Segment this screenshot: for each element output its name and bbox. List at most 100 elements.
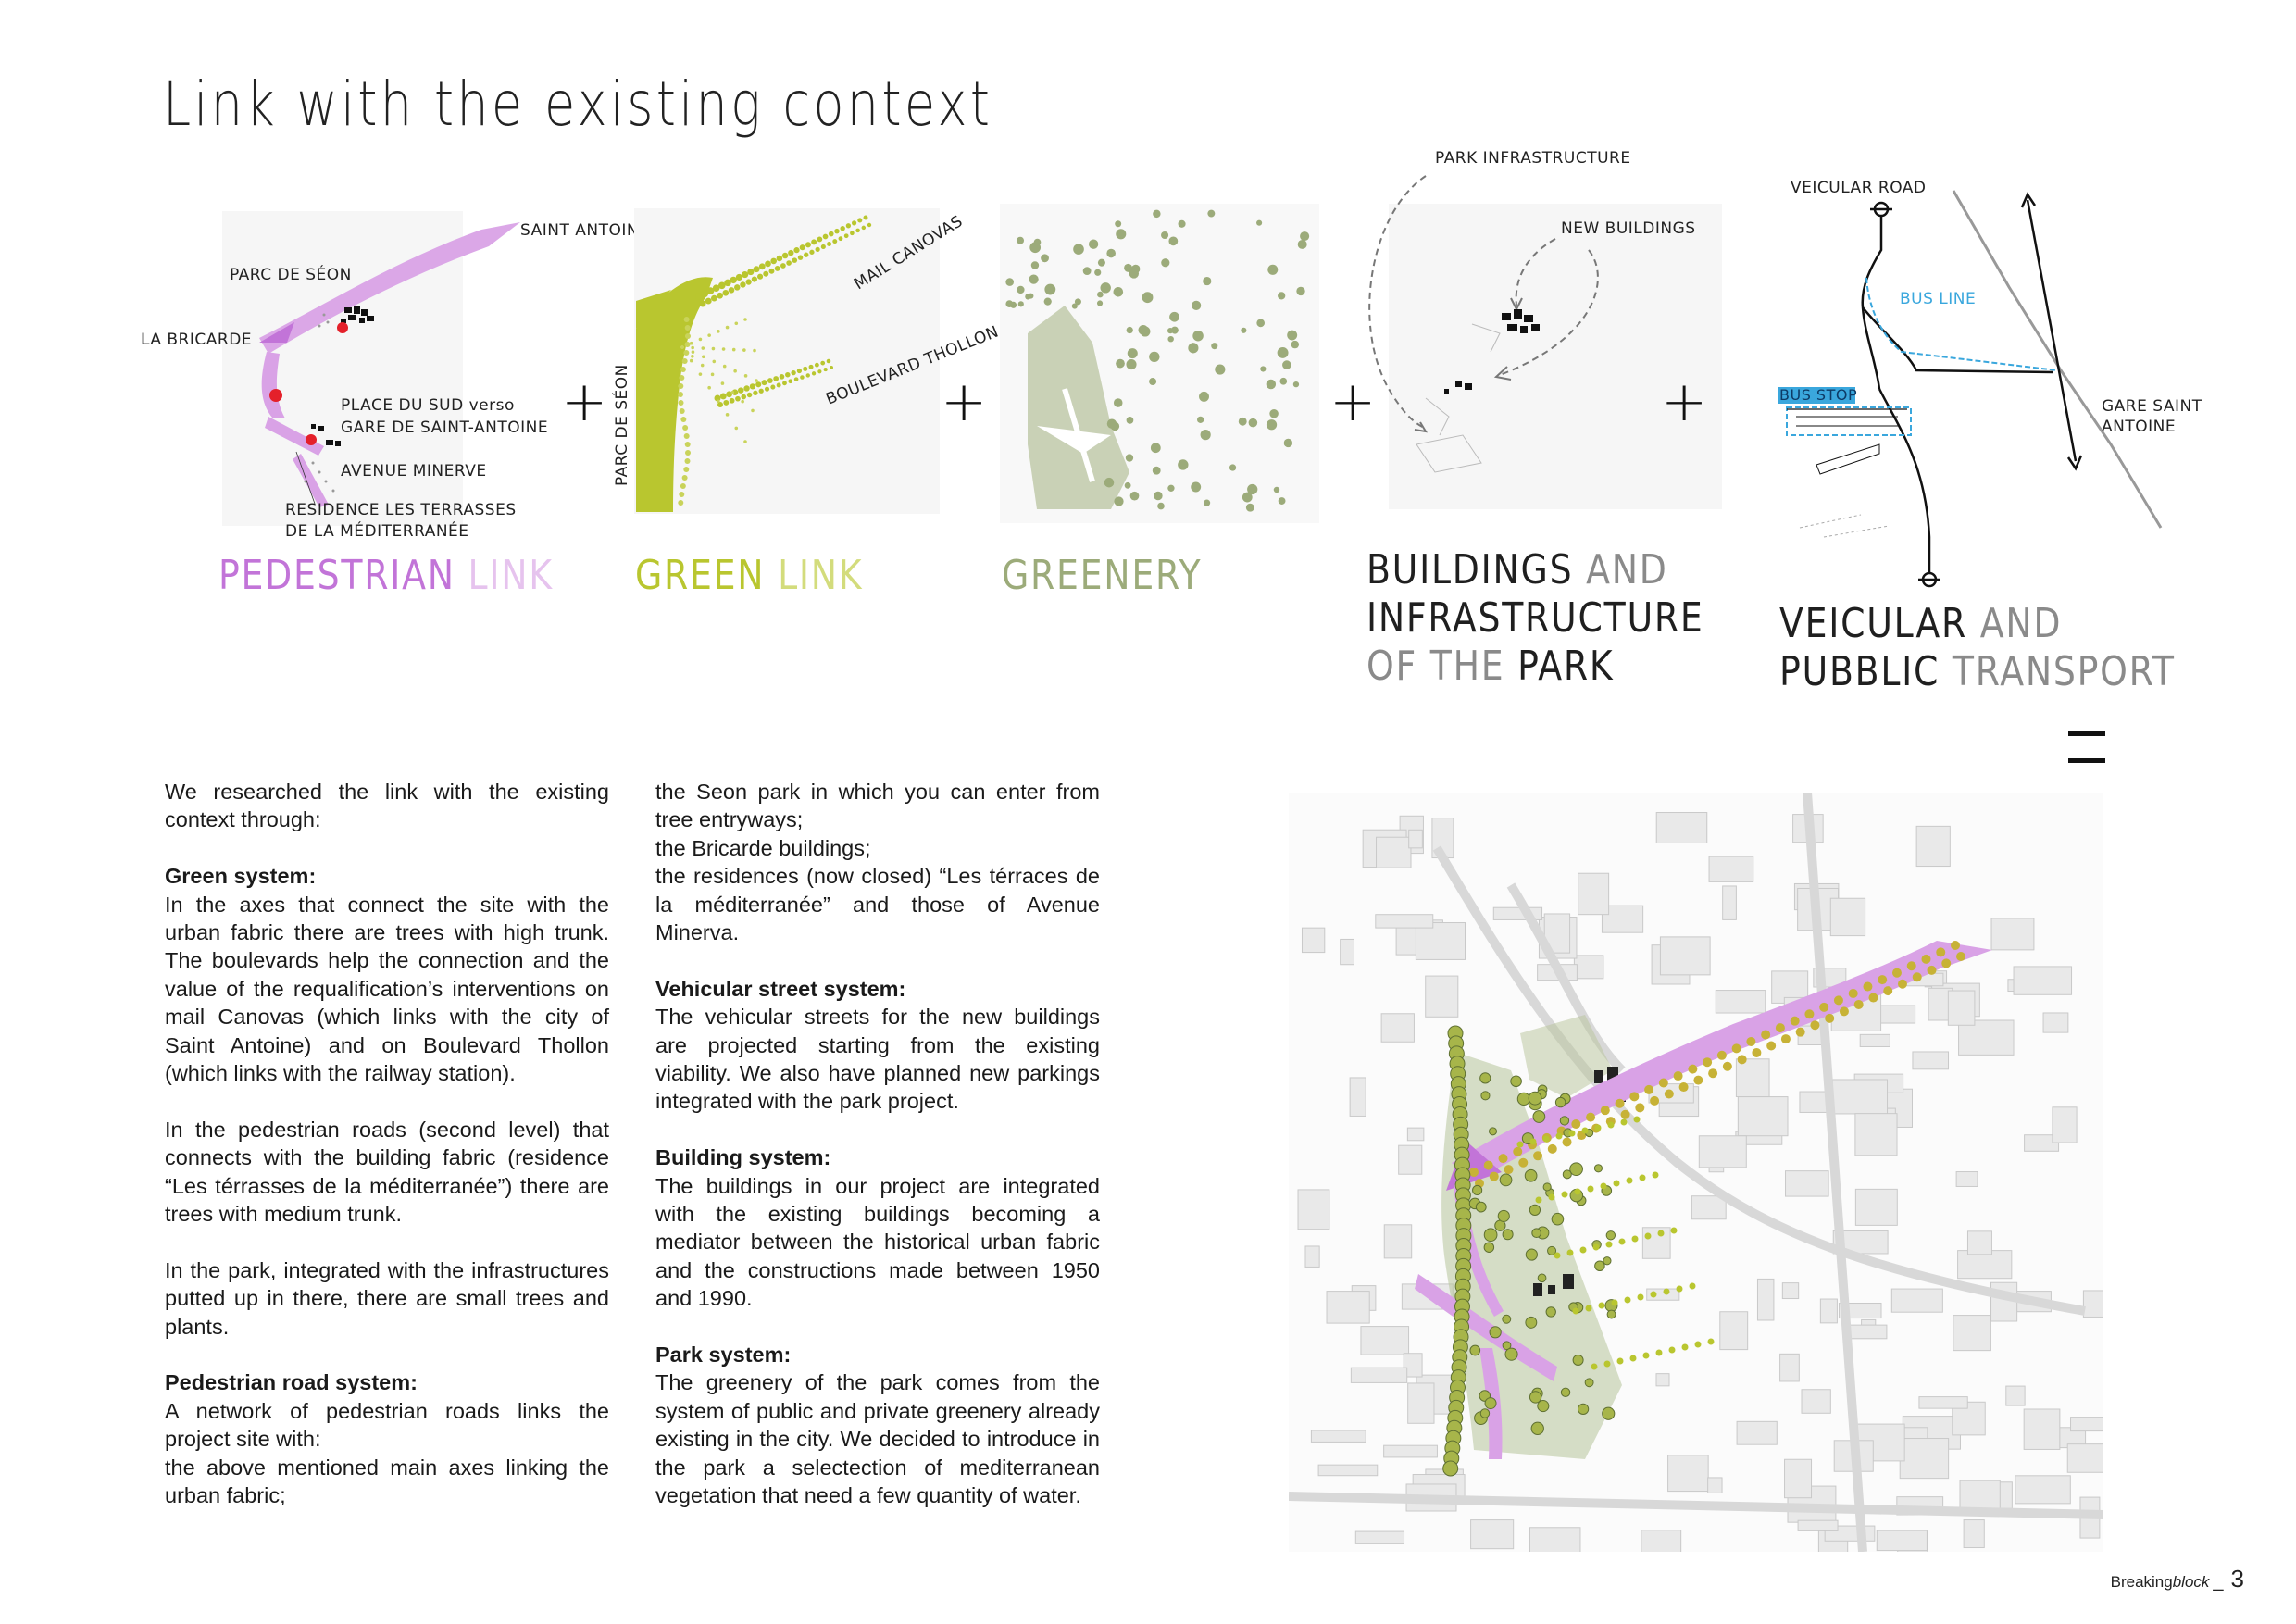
- greenery-tree: [1116, 229, 1127, 240]
- park-tree: [1605, 1230, 1616, 1241]
- tree-dot: [706, 287, 715, 295]
- tree-dot: [820, 360, 826, 366]
- existing-building: [1737, 1096, 1789, 1137]
- greenery-tree: [1161, 258, 1170, 268]
- tree-dot: [741, 399, 744, 404]
- tree-dot: [734, 284, 741, 291]
- existing-building: [1573, 955, 1604, 980]
- tree-dot: [788, 379, 793, 384]
- greenery-tree: [1124, 263, 1133, 272]
- greenery-tree: [1170, 326, 1179, 334]
- greenery-tree: [1278, 292, 1286, 300]
- existing-building: [1383, 1444, 1438, 1458]
- tree-dot: [817, 236, 823, 243]
- tree-dot: [705, 297, 712, 305]
- canovas-tree: [1906, 961, 1916, 971]
- greenery-tree: [1149, 351, 1160, 363]
- greenery-tree: [1154, 491, 1163, 501]
- tree-dot: [776, 382, 781, 388]
- caption-and-word: AND: [1586, 546, 1668, 593]
- tree-dot: [712, 359, 717, 364]
- tree-dot: [725, 325, 730, 330]
- canovas-tree: [1761, 1030, 1771, 1040]
- existing-building: [1375, 914, 1434, 929]
- label-la-bricarde: LA BRICARDE: [141, 331, 252, 349]
- greenery-tree: [1082, 267, 1092, 276]
- tree-dot: [800, 375, 805, 380]
- label-place-du-sud: PLACE DU SUD verso: [341, 396, 515, 415]
- existing-building: [1297, 1189, 1330, 1230]
- greenery-tree: [1150, 443, 1161, 454]
- pedestrian-node-marker: [269, 389, 282, 402]
- greenery-tree: [1124, 481, 1131, 489]
- greenery-tree: [1044, 283, 1056, 295]
- tree-dot: [679, 408, 685, 414]
- row-tree: [1633, 1116, 1641, 1123]
- tree-dot: [684, 325, 691, 331]
- tree-dot: [684, 450, 691, 456]
- greenery-tree: [1269, 408, 1279, 418]
- tree-dot: [740, 281, 746, 288]
- greenery-tree: [1178, 219, 1186, 228]
- park-tree: [1525, 1248, 1538, 1261]
- greenery-tree: [1074, 298, 1081, 306]
- canovas-tree: [1644, 1084, 1654, 1094]
- caption-green-link: GREEN LINK: [635, 552, 863, 600]
- row-tree: [1561, 1191, 1568, 1198]
- row-tree: [1572, 1307, 1579, 1315]
- caption-and-word: AND: [1979, 600, 2063, 647]
- existing-building: [1722, 885, 1737, 920]
- canovas-tree: [1518, 1157, 1529, 1168]
- tree-dot: [757, 273, 764, 280]
- tree-dot: [773, 376, 780, 381]
- existing-building: [1354, 1530, 1405, 1544]
- row-tree: [1591, 1363, 1598, 1370]
- park-tree: [1594, 1260, 1605, 1272]
- row-tree: [1620, 1118, 1628, 1126]
- tree-dot: [734, 321, 739, 326]
- tree-dot: [722, 364, 727, 369]
- label-saint-antoine: SAINT ANTOINE: [520, 221, 649, 240]
- tree-dot: [805, 242, 811, 248]
- tree-dot: [845, 223, 852, 229]
- tree-dot: [758, 263, 766, 270]
- row-tree: [1616, 1357, 1624, 1365]
- tree-dot: [746, 392, 753, 398]
- existing-building: [1349, 1077, 1366, 1117]
- buildings-infrastructure-svg: PARK INFRASTRUCTURE NEW BUILDINGS: [1368, 149, 1722, 509]
- park-tree: [1469, 1344, 1481, 1356]
- tree-dot: [861, 225, 867, 231]
- existing-building: [1899, 1438, 1950, 1480]
- existing-building: [1655, 812, 1708, 843]
- greenery-tree: [1152, 466, 1161, 475]
- greenery-tree: [1157, 502, 1165, 510]
- greenery-tree: [1297, 239, 1307, 249]
- canovas-tree: [1746, 1036, 1756, 1046]
- tree-dot: [702, 355, 705, 359]
- tree-dot: [747, 269, 755, 276]
- greenery-tree: [1127, 348, 1138, 359]
- label-new-buildings: NEW BUILDINGS: [1561, 219, 1696, 238]
- greenery-tree: [1256, 319, 1266, 328]
- tree-dot: [726, 391, 733, 398]
- greenery-tree: [1241, 327, 1247, 333]
- green-system-paragraph-3: In the park, integrated with the infrast…: [165, 1257, 609, 1339]
- greenery-tree: [1126, 417, 1134, 424]
- existing-building: [1819, 1298, 1838, 1324]
- greenery-tree: [1094, 269, 1102, 276]
- greenery-tree: [1097, 258, 1105, 267]
- caption-infrastructure-word: INFRASTRUCTURE: [1366, 594, 1704, 642]
- caption-pedestrian-link: PEDESTRIAN LINK: [218, 552, 554, 600]
- row-tree: [1603, 1360, 1611, 1368]
- tree-dot: [724, 279, 731, 287]
- tree-dot: [779, 374, 785, 380]
- tree-dot: [717, 330, 720, 333]
- existing-building: [1959, 1480, 2001, 1511]
- row-tree: [1535, 1196, 1542, 1204]
- row-tree: [1670, 1227, 1678, 1234]
- row-tree: [1598, 1302, 1605, 1309]
- tree-dot: [681, 358, 688, 364]
- park-tree: [1560, 1387, 1571, 1398]
- tree-dot: [763, 270, 769, 277]
- tree-dot: [827, 242, 832, 247]
